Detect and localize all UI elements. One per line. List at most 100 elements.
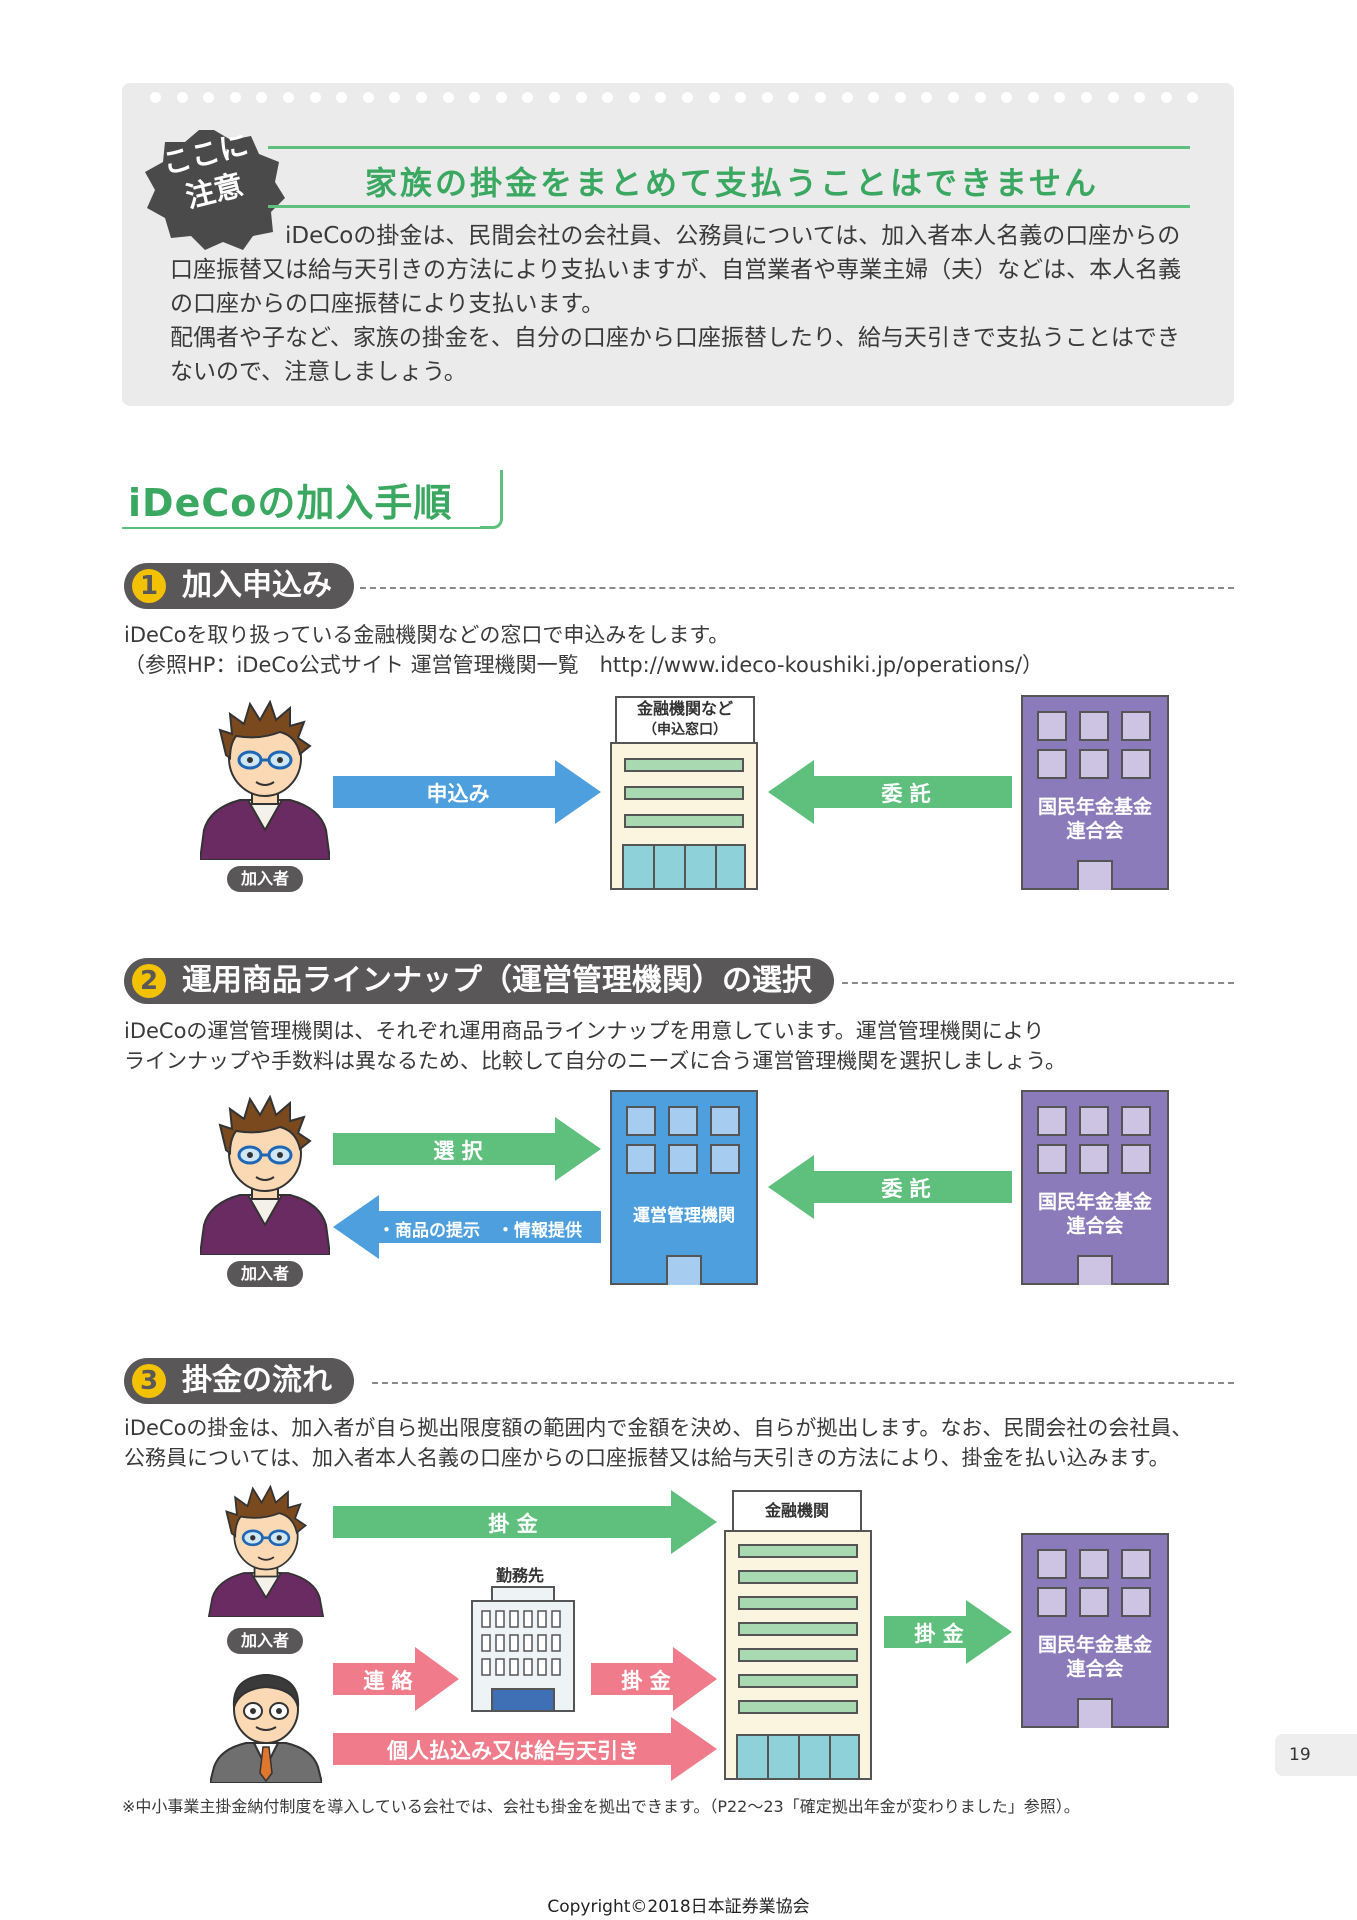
contribution-arrow-right-label: 掛 金 <box>914 1622 964 1646</box>
step1-description: iDeCoを取り扱っている金融機関などの窓口で申込みをします。 （参照HP：iD… <box>124 620 1043 680</box>
subscriber-label: 加入者 <box>227 1261 303 1287</box>
step3-number: 3 <box>132 1364 166 1398</box>
notebook-hole <box>1001 92 1013 103</box>
notice-body: iDeCoの掛金は、民間会社の会社員、公務員については、加入者本人名義の口座から… <box>170 219 1200 389</box>
subscriber-person-icon <box>200 1095 330 1255</box>
notebook-hole <box>522 92 534 103</box>
notebook-hole <box>1054 92 1066 103</box>
notebook-hole <box>1160 92 1172 103</box>
bank-sign-label: 金融機関 <box>764 1501 829 1520</box>
notebook-hole <box>841 92 853 103</box>
step1-dashed-rule <box>360 587 1234 589</box>
section-underline <box>122 527 487 529</box>
notebook-hole <box>628 92 640 103</box>
bank-building <box>610 742 758 890</box>
bank-sign: 金融機関 <box>732 1490 862 1532</box>
notebook-hole <box>682 92 693 103</box>
notebook-hole <box>894 92 906 103</box>
workplace-label: 勤務先 <box>495 1566 544 1585</box>
contribution-arrow-mid <box>591 1647 717 1711</box>
notice-title-rule-top <box>268 146 1190 149</box>
step1-heading: 1 加入申込み <box>124 563 354 609</box>
footnote: ※中小事業主掛金納付制度を導入している会社では、会社も掛金を拠出できます。（P2… <box>122 1797 1080 1816</box>
notebook-hole <box>815 92 826 103</box>
subscriber-label: 加入者 <box>227 1628 303 1654</box>
pension-fund-name2: 連合会 <box>1066 1658 1124 1680</box>
notebook-hole <box>442 92 454 103</box>
notebook-hole <box>868 92 880 103</box>
notebook-hole <box>469 92 481 103</box>
notebook-hole <box>336 92 348 103</box>
notice-title-rule-bottom <box>268 205 1190 208</box>
entrust-arrow-1-label: 委 託 <box>881 782 931 806</box>
notebook-hole <box>283 92 294 103</box>
info-provision-arrow <box>333 1195 601 1259</box>
step3-title: 掛金の流れ <box>182 1363 332 1398</box>
step1-text1: iDeCoを取り扱っている金融機関などの窓口で申込みをします。 <box>124 623 730 647</box>
copyright: Copyright©2018日本証券業協会 <box>547 1897 810 1917</box>
notebook-hole <box>974 92 986 103</box>
notebook-hole <box>1027 92 1039 103</box>
apply-arrow-label: 申込み <box>426 782 490 806</box>
step2-dashed-rule <box>842 982 1234 984</box>
notebook-hole <box>1107 92 1119 103</box>
section-underline-hook <box>480 470 503 529</box>
subscriber-label: 加入者 <box>227 866 303 892</box>
pension-fund-name1: 国民年金基金 <box>1037 1634 1152 1656</box>
step2-text2: ラインナップや手数料は異なるため、比較して自分のニーズに合う運営管理機関を選択し… <box>124 1049 1067 1073</box>
pension-fund-name1: 国民年金基金 <box>1037 1191 1152 1213</box>
notice-box <box>122 83 1234 406</box>
step2-description: iDeCoの運営管理機関は、それぞれ運用商品ラインナップを用意しています。運営管… <box>124 1016 1066 1076</box>
page-number: 19 <box>1275 1734 1357 1776</box>
notebook-holes <box>150 92 1210 112</box>
payroll-deduction-arrow-label: 個人払込み又は給与天引き <box>387 1739 639 1763</box>
notebook-hole <box>389 92 401 103</box>
step2-title: 運用商品ラインナップ（運営管理機関）の選択 <box>182 963 812 998</box>
notice-title: 家族の掛金をまとめて支払うことはできません <box>365 164 1100 202</box>
notebook-hole <box>708 92 720 103</box>
entrust-arrow-2-label: 委 託 <box>881 1177 931 1201</box>
entrust-arrow-2 <box>768 1155 1012 1219</box>
notebook-hole <box>549 92 560 103</box>
payroll-deduction-arrow <box>333 1717 717 1781</box>
section-title: iDeCoの加入手順 <box>128 481 453 525</box>
notebook-hole <box>602 92 614 103</box>
bank-tall-building <box>724 1530 872 1780</box>
step2-heading: 2 運用商品ラインナップ（運営管理機関）の選択 <box>124 958 834 1004</box>
subscriber-person-icon <box>208 1485 324 1617</box>
info-provision-arrow-label: ・商品の提示 ・情報提供 <box>378 1221 582 1241</box>
notebook-hole <box>176 92 188 103</box>
step2-number: 2 <box>132 964 166 998</box>
select-arrow-label: 選 択 <box>433 1139 483 1163</box>
notebook-hole <box>1081 92 1092 103</box>
notice-paragraph-2: 配偶者や子など、家族の掛金を、自分の口座から口座振替したり、給与天引きで支払うこ… <box>170 325 1180 385</box>
pension-fund-building: 国民年金基金 連合会 <box>1021 1533 1169 1728</box>
pension-fund-name1: 国民年金基金 <box>1037 796 1152 818</box>
notebook-hole <box>362 92 374 103</box>
notebook-hole <box>1134 92 1146 103</box>
workplace-building-icon <box>471 1586 575 1712</box>
step1-text2: （参照HP：iDeCo公式サイト 運営管理機関一覧 http://www.ide… <box>124 653 1044 677</box>
entrust-arrow-1 <box>768 760 1012 824</box>
admin-institution-name: 運営管理機関 <box>633 1206 735 1226</box>
pension-fund-building: 国民年金基金 連合会 <box>1021 1090 1169 1285</box>
contact-arrow <box>333 1647 459 1711</box>
step3-description: iDeCoの掛金は、加入者が自ら拠出限度額の範囲内で金額を決め、自らが拠出します… <box>124 1413 1192 1473</box>
notebook-hole <box>575 92 587 103</box>
subscriber-person-icon <box>200 700 330 860</box>
notebook-hole <box>921 92 933 103</box>
step2-text1: iDeCoの運営管理機関は、それぞれ運用商品ラインナップを用意しています。運営管… <box>124 1019 1045 1043</box>
notebook-hole <box>150 92 161 103</box>
bank-window-sign: 金融機関など （申込窓口） <box>615 696 755 744</box>
select-arrow <box>333 1117 601 1181</box>
notebook-hole <box>788 92 800 103</box>
pension-fund-name2: 連合会 <box>1066 1215 1124 1237</box>
employer-person-icon <box>210 1673 322 1783</box>
notebook-hole <box>948 92 959 103</box>
notebook-hole <box>761 92 773 103</box>
notebook-hole <box>735 92 747 103</box>
notebook-hole <box>416 92 427 103</box>
step3-text1: iDeCoの掛金は、加入者が自ら拠出限度額の範囲内で金額を決め、自らが拠出します… <box>124 1416 1193 1440</box>
pension-fund-building: 国民年金基金 連合会 <box>1021 695 1169 890</box>
contribution-arrow-right <box>884 1600 1012 1664</box>
